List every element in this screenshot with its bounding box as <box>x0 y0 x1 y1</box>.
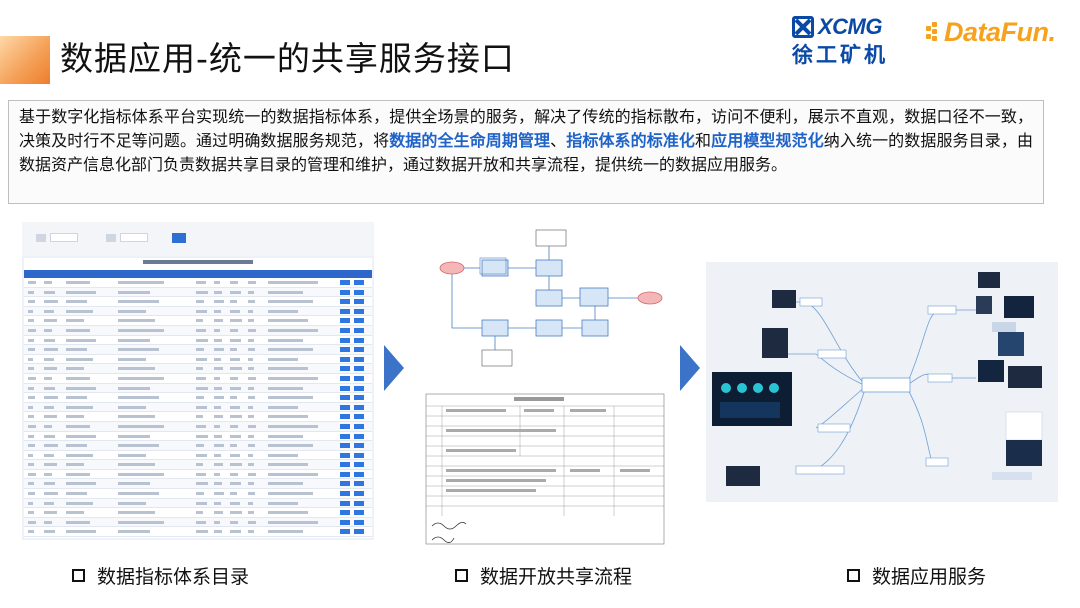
catalog-table-row <box>24 517 372 528</box>
catalog-table-row <box>24 412 372 422</box>
catalog-table <box>24 258 372 538</box>
catalog-table-row <box>24 441 372 451</box>
catalog-table-row <box>24 451 372 461</box>
datafun-logo-word: DataFun. <box>944 16 1056 47</box>
catalog-table-row <box>24 364 372 374</box>
right-arrow-icon <box>680 345 700 391</box>
catalog-table-row <box>24 336 372 346</box>
catalog-table-row <box>24 306 372 317</box>
caption-text: 数据指标体系目录 <box>97 565 250 588</box>
catalog-table-row <box>24 470 372 480</box>
xcmg-logo: XCMG 徐工矿机 <box>792 14 902 68</box>
page-title: 数据应用-统一的共享服务接口 <box>60 39 515 78</box>
title-accent-block <box>0 36 50 84</box>
catalog-table-row <box>24 383 372 394</box>
catalog-table-row <box>24 432 372 442</box>
catalog-table-row <box>24 479 372 490</box>
xcmg-logo-word: XCMG <box>818 14 883 39</box>
catalog-table-header <box>24 270 372 278</box>
application-services-screenshot <box>706 262 1058 502</box>
xcmg-logo-cn: 徐工矿机 <box>792 43 888 67</box>
process-flow-diagram <box>425 229 665 545</box>
description-text: 纳入统一的数据服务目录，由数据资产信息化部门负责数据共享目录的管理和维护，通过数… <box>19 131 1033 174</box>
sharing-process-screenshot <box>424 222 672 548</box>
description-box: 基于数字化指标体系平台实现统一的数据指标体系，提供全场景的服务，解决了传统的指标… <box>8 100 1044 204</box>
description-separator: 和 <box>695 131 712 150</box>
catalog-table-row <box>24 421 372 432</box>
catalog-table-row <box>24 297 372 307</box>
catalog-table-row <box>24 402 372 413</box>
highlight-standardization: 指标体系的标准化 <box>566 131 696 150</box>
section-caption-application-services: 数据应用服务 <box>847 562 986 588</box>
section-caption-sharing-process: 数据开放共享流程 <box>455 562 632 588</box>
service-mindmap <box>712 272 1043 486</box>
highlight-lifecycle: 数据的全生命周期管理 <box>389 131 551 150</box>
catalog-table-row <box>24 287 372 298</box>
catalog-table-row <box>24 527 372 538</box>
indicator-catalog-screenshot <box>22 222 374 540</box>
catalog-filter-bar <box>22 222 374 256</box>
catalog-table-row <box>24 345 372 355</box>
caption-text: 数据开放共享流程 <box>480 565 633 588</box>
catalog-table-row <box>24 374 372 384</box>
catalog-table-row <box>24 325 372 336</box>
highlight-model-spec: 应用模型规范化 <box>711 131 824 150</box>
section-caption-indicator-catalog: 数据指标体系目录 <box>72 562 249 588</box>
caption-text: 数据应用服务 <box>872 565 987 588</box>
catalog-table-row <box>24 508 372 518</box>
catalog-table-row <box>24 460 372 470</box>
catalog-table-row <box>24 393 372 403</box>
square-bullet-icon <box>847 568 860 582</box>
right-arrow-icon <box>384 345 404 391</box>
catalog-table-row <box>24 355 372 365</box>
square-bullet-icon <box>455 568 468 582</box>
description-separator: 、 <box>550 131 567 150</box>
datafun-logo: DataFun. <box>926 14 1070 50</box>
catalog-table-row <box>24 489 372 499</box>
description-text: 基于数字化指标体系平台实现统一的数据指标体系，提供全场景的服务，解决了传统的指标… <box>19 107 1033 150</box>
datafun-dots-icon <box>926 22 942 42</box>
xcmg-x-mark-icon <box>792 16 814 38</box>
square-bullet-icon <box>72 568 85 582</box>
catalog-table-row <box>24 316 372 326</box>
catalog-table-row <box>24 498 372 509</box>
catalog-table-row <box>24 278 372 288</box>
catalog-search-button <box>172 233 186 243</box>
